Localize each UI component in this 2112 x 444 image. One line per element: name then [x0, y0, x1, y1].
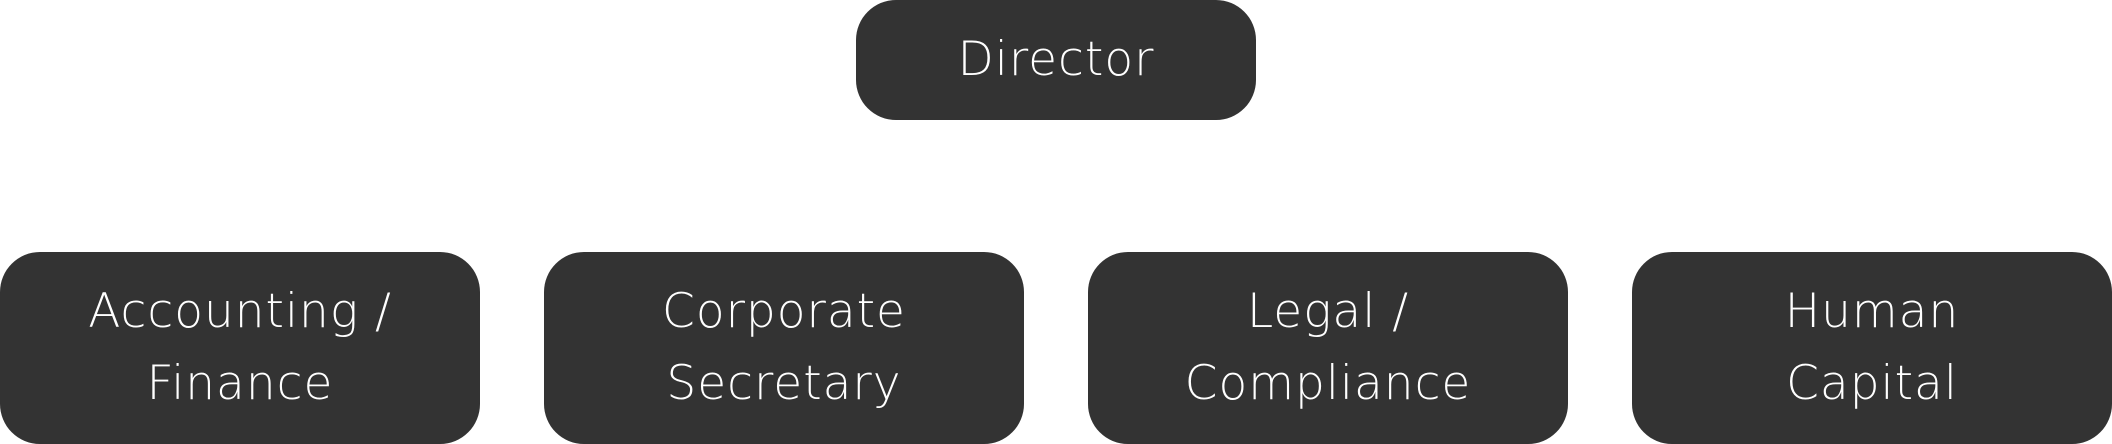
department-label-line1: Corporate [662, 284, 906, 339]
department-label-line1: Accounting / [88, 284, 392, 339]
department-label-line2: Compliance [1184, 356, 1472, 411]
department-node-human-capital: Human Capital [1632, 252, 2112, 444]
department-label-line2: Finance [146, 356, 334, 411]
department-label-line1: Human [1784, 284, 1960, 339]
department-label-line1: Legal / [1246, 284, 1410, 339]
department-node-corporate-secretary: Corporate Secretary [544, 252, 1024, 444]
department-label-line2: Secretary [666, 356, 902, 411]
director-label: Director [957, 32, 1155, 87]
department-node-legal-compliance: Legal / Compliance [1088, 252, 1568, 444]
department-node-accounting-finance: Accounting / Finance [0, 252, 480, 444]
department-label-line2: Capital [1786, 356, 1958, 411]
director-node: Director [856, 0, 1256, 120]
